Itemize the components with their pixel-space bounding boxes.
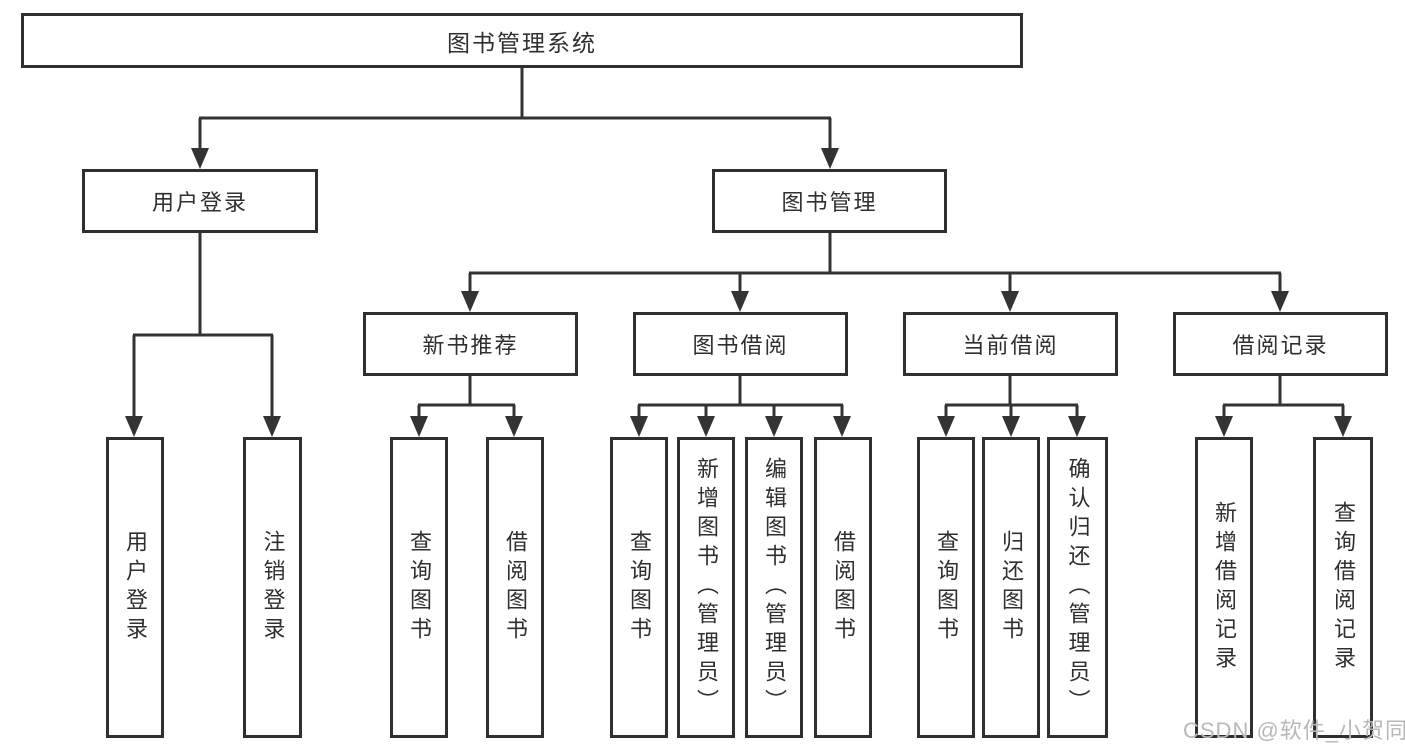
arrowheads [125, 148, 1352, 437]
node-label: 图书借阅 [692, 333, 789, 358]
node-label: 查询图书 [627, 529, 652, 646]
node-borrow-records: 借阅记录 [1173, 312, 1388, 376]
node-label: 图书管理 [781, 190, 878, 215]
node-label: 查询借阅记录 [1331, 500, 1356, 675]
leaf-borrow-books: 借阅图书 [814, 437, 872, 738]
node-label: 新增图书（管理员） [694, 457, 719, 718]
node-label: 确认归还（管理员） [1065, 457, 1091, 718]
node-label: 借阅图书 [831, 529, 856, 646]
node-label: 查询图书 [407, 529, 432, 646]
node-label: 归还图书 [999, 529, 1024, 646]
leaf-return-books: 归还图书 [982, 437, 1040, 738]
leaf-borrow-books-recommend: 借阅图书 [486, 437, 544, 738]
node-label: 查询图书 [934, 529, 959, 646]
node-library-management-system: 图书管理系统 [21, 13, 1023, 68]
node-book-management: 图书管理 [712, 169, 947, 233]
node-current-borrowing: 当前借阅 [903, 312, 1118, 376]
node-label: 借阅图书 [503, 529, 528, 646]
node-book-borrowing: 图书借阅 [633, 312, 848, 376]
node-label: 用户登录 [123, 529, 148, 646]
csdn-watermark: CSDN @软件_小贺同学 [1183, 718, 1405, 743]
leaf-confirm-return-admin: 确认归还（管理员） [1047, 437, 1108, 738]
leaf-add-borrow-record: 新增借阅记录 [1195, 437, 1253, 738]
node-label: 当前借阅 [962, 333, 1059, 358]
leaf-query-books-current: 查询图书 [917, 437, 975, 738]
leaf-add-books-admin: 新增图书（管理员） [677, 437, 735, 738]
leaf-edit-books-admin: 编辑图书（管理员） [745, 437, 803, 738]
node-user-login: 用户登录 [82, 169, 318, 233]
leaf-user-login: 用户登录 [106, 437, 164, 738]
leaf-query-borrow-record: 查询借阅记录 [1313, 437, 1373, 738]
node-label: 新增借阅记录 [1212, 500, 1237, 675]
node-label: 图书管理系统 [447, 29, 597, 56]
node-label: 新书推荐 [422, 333, 519, 358]
node-label: 用户登录 [151, 190, 248, 215]
node-label: 注销登录 [260, 529, 286, 646]
node-label: 借阅记录 [1232, 333, 1329, 358]
leaf-query-books-borrowing: 查询图书 [610, 437, 668, 738]
node-new-book-recommend: 新书推荐 [363, 312, 578, 376]
leaf-query-books-recommend: 查询图书 [390, 437, 448, 738]
node-label: 编辑图书（管理员） [762, 457, 787, 718]
leaf-logout: 注销登录 [243, 437, 302, 738]
